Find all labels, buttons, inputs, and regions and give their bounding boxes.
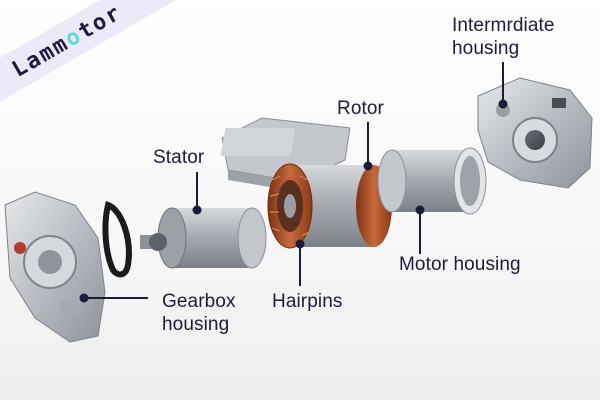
leader-dot-rotor bbox=[363, 161, 373, 171]
label-rotor: Rotor bbox=[337, 98, 384, 119]
label-gearbox-housing: Gearbox housing bbox=[162, 291, 236, 335]
label-hairpins: Hairpins bbox=[272, 291, 343, 312]
stator-part bbox=[140, 207, 267, 269]
gearbox-housing-part bbox=[4, 191, 106, 343]
leader-dot-motor-housing bbox=[415, 205, 425, 215]
leader-dot-hairpins bbox=[295, 239, 305, 249]
leader-lines bbox=[79, 62, 508, 303]
intermediate-housing-part bbox=[477, 77, 593, 189]
label-stator: Stator bbox=[153, 147, 205, 168]
label-intermediate-housing: Intermrdiate housing bbox=[452, 15, 555, 59]
gasket-part bbox=[102, 201, 132, 278]
rotor-hairpin-part bbox=[267, 163, 392, 249]
leader-dot-gearbox bbox=[79, 293, 89, 303]
motor-housing-part bbox=[377, 147, 487, 215]
label-motor-housing: Motor housing bbox=[399, 254, 521, 275]
leader-dot-stator bbox=[192, 205, 202, 215]
leader-dot-intermediate bbox=[498, 99, 508, 109]
